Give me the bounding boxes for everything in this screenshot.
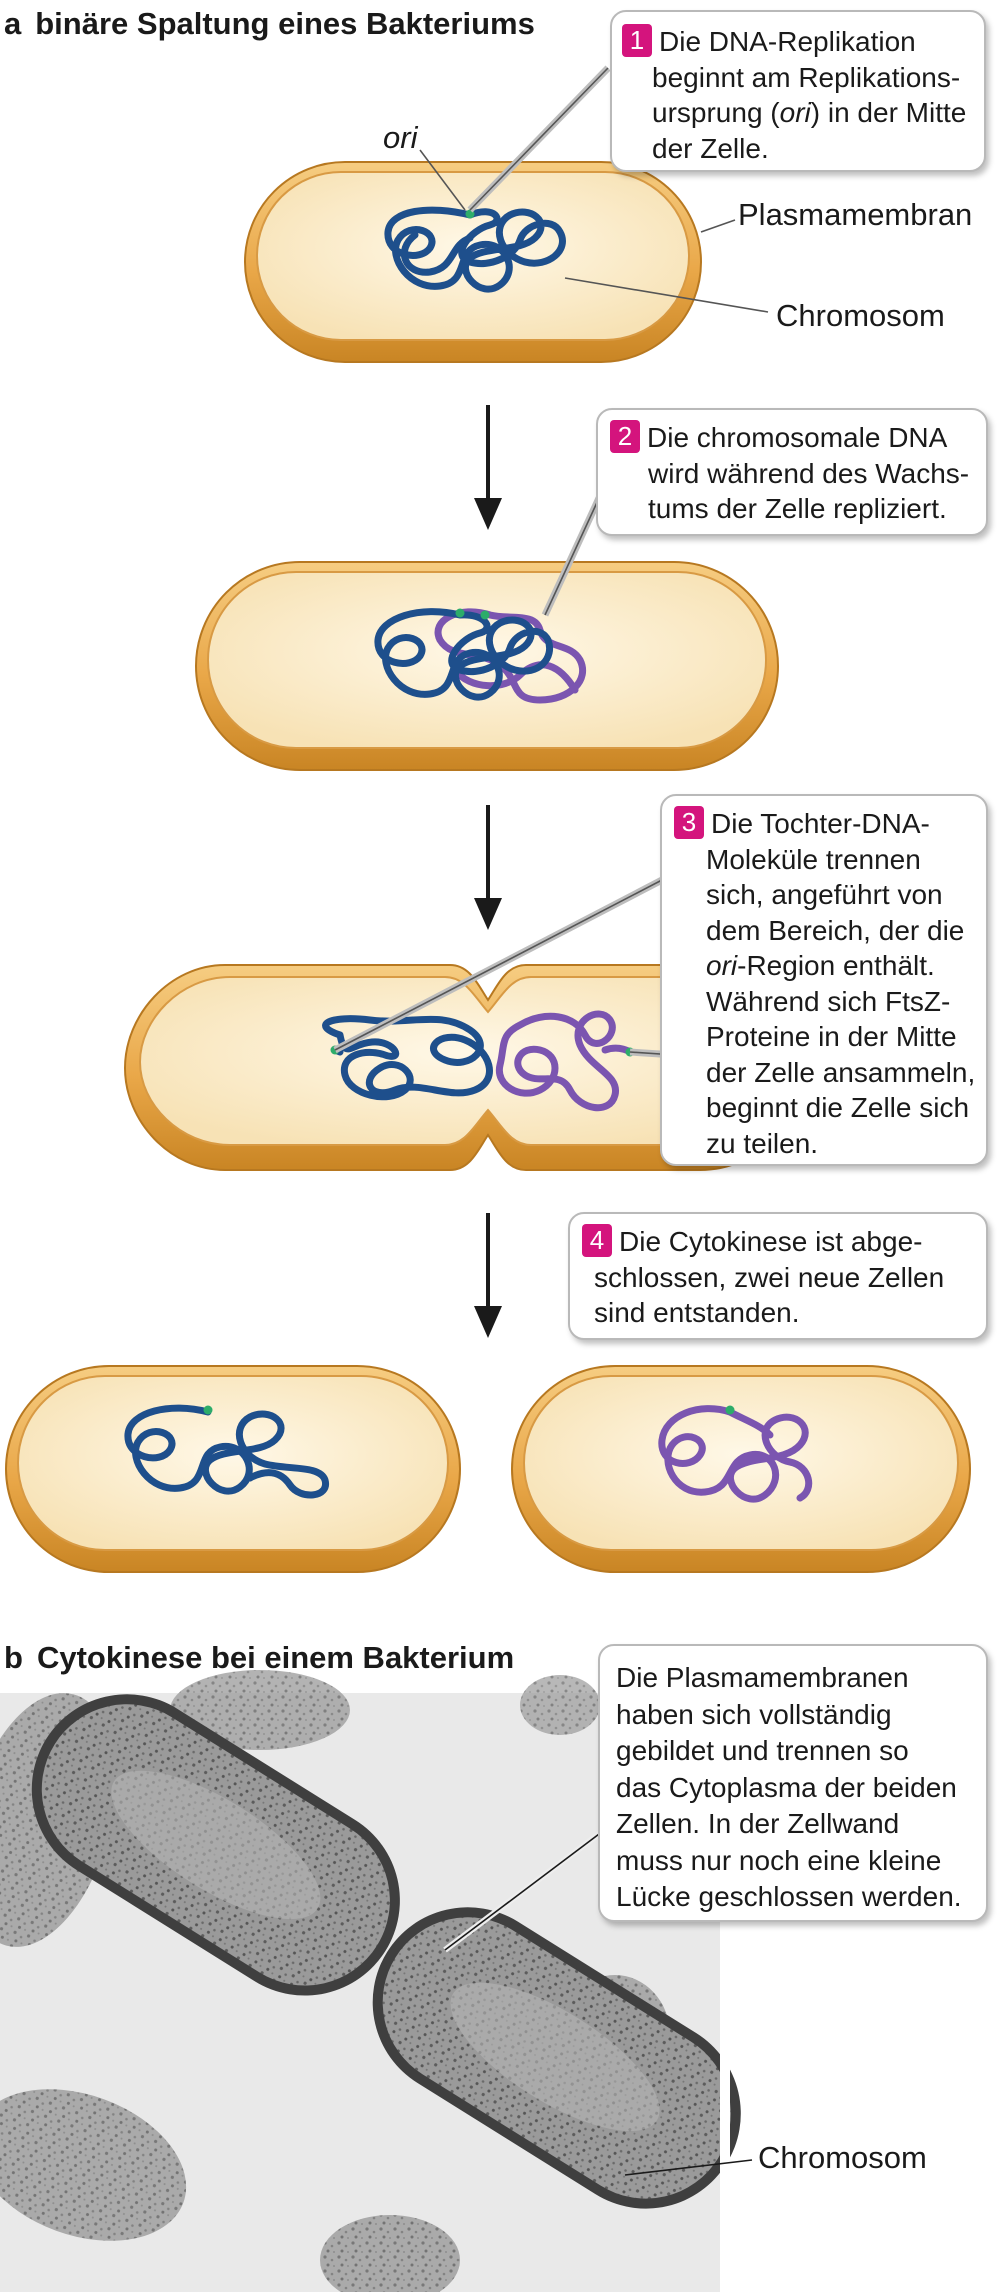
step-4-badge: 4: [582, 1224, 612, 1257]
arrow-down-3: [474, 1213, 502, 1338]
daughter-cell-blue: [5, 1365, 461, 1573]
step-2-line-1: Die chromosomale DNA: [647, 422, 948, 453]
daughter-cell-purple: [511, 1365, 971, 1573]
part-b-letter: b: [4, 1640, 23, 1675]
part-b-line-2: haben sich vollständig: [616, 1698, 892, 1730]
step-3-line-10: zu teilen.: [706, 1127, 819, 1159]
leader-lines-b: [443, 1819, 753, 2176]
part-a-title: a binäre Spaltung eines Bakteriums: [4, 6, 535, 42]
step-1-line-4: der Zelle.: [652, 132, 769, 164]
plasma-membrane-label: Plasmamembran: [738, 197, 973, 232]
chromosome-blue: [374, 608, 553, 701]
step-1-line-1: Die DNA-Replikation: [659, 26, 916, 57]
part-b-line-4: das Cytoplasma der beiden: [616, 1771, 957, 1803]
ori-term: ori: [779, 97, 811, 128]
ori-marker: [203, 1405, 213, 1415]
step-3-line-3: sich, angeführt von: [706, 879, 943, 910]
chromosome-blue: [124, 1404, 329, 1499]
ori-term: ori: [706, 950, 738, 981]
step-3-line-8: der Zelle ansammeln,: [706, 1056, 976, 1088]
step-3-line-7: Proteine in der Mitte: [706, 1021, 957, 1052]
step-1-badge: 1: [622, 24, 652, 57]
part-b-line-5: Zellen. In der Zellwand: [616, 1808, 900, 1839]
cell-stage-1: [244, 161, 702, 363]
step-4-line-2: schlossen, zwei neue Zellen: [594, 1261, 945, 1293]
part-b-title: b Cytokinese bei einem Bakterium: [4, 1640, 514, 1676]
step-1-line-2: beginnt am Replikations-: [652, 61, 961, 93]
step-3-line-1: Die Tochter-DNA-: [711, 808, 930, 839]
ori-marker: [480, 610, 490, 620]
cell-stage-3: [123, 964, 802, 1171]
step-1-line-3: ursprung (ori) in der Mitte: [652, 97, 967, 128]
step-2-line-3: tums der Zelle repliziert.: [648, 493, 947, 524]
step-3-badge: 3: [674, 806, 704, 839]
part-b-title-text: Cytokinese bei einem Bakterium: [36, 1640, 515, 1675]
step-2-line-2: wird während des Wachs-: [648, 457, 970, 489]
step-4-line-1: Die Cytokinese ist abge-: [619, 1226, 923, 1257]
step-3-line-5: ori-Region enthält.: [706, 950, 935, 981]
ori-marker: [455, 608, 465, 618]
ori-marker: [725, 1405, 735, 1415]
part-a-title-text: binäre Spaltung eines Bakteriums: [35, 6, 535, 41]
part-b-callout: Die Plasmamembranen haben sich vollständ…: [598, 1644, 988, 1922]
step-3-line-9: beginnt die Zelle sich: [706, 1092, 970, 1123]
arrow-down-1: [474, 405, 502, 530]
part-b-line-1: Die Plasmamembranen: [616, 1662, 909, 1693]
ori-label: ori: [383, 120, 418, 155]
cell-stage-2: [195, 561, 779, 771]
part-a-letter: a: [4, 6, 22, 41]
chromosome-purple: [658, 1405, 813, 1503]
part-b-line-7: Lücke geschlossen werden.: [616, 1881, 962, 1912]
step-3-line-4: dem Bereich, der die: [706, 914, 965, 946]
micrograph-chromosome-label: Chromosom: [758, 2140, 927, 2175]
step-3-line-2: Moleküle trennen: [706, 843, 921, 875]
step-3-line-6: Während sich FtsZ-: [706, 985, 951, 1017]
chromosome-label: Chromosom: [776, 298, 945, 333]
step-2-badge: 2: [610, 420, 640, 453]
part-b-line-6: muss nur noch eine kleine: [616, 1844, 942, 1876]
chromosome-blue: [384, 206, 566, 293]
arrow-down-2: [474, 805, 502, 930]
step-4-line-3: sind entstanden.: [594, 1297, 800, 1328]
part-b-line-3: gebildet und trennen so: [616, 1735, 909, 1766]
